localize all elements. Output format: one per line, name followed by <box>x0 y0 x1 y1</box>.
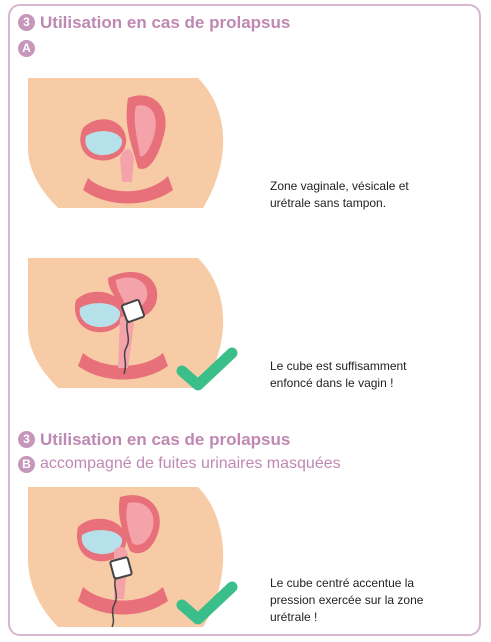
section-number-badge: 3 <box>18 431 35 448</box>
uterus-inner <box>126 502 154 545</box>
section-title: Utilisation en cas de prolapsus <box>40 13 291 32</box>
anatomy-illustration <box>28 258 224 388</box>
check-icon <box>176 347 238 391</box>
pelvic-floor <box>78 587 168 615</box>
section-title: Utilisation en cas de prolapsus <box>40 430 291 449</box>
section-number-badge: 3 <box>18 14 35 31</box>
section-letter-badge: B <box>18 456 35 473</box>
bladder <box>85 131 123 156</box>
check-icon <box>176 581 238 625</box>
anatomy-illustration <box>28 487 224 628</box>
panel-2-caption: Le cube est suffisamment enfoncé dans le… <box>270 359 407 390</box>
pelvic-floor <box>83 176 173 204</box>
anatomy-illustration <box>28 78 224 208</box>
uterus-inner <box>134 105 156 157</box>
bladder <box>79 303 121 328</box>
vagina <box>120 148 134 182</box>
vagina <box>118 315 134 368</box>
section-subtitle: accompagné de fuites urinaires masquées <box>40 455 341 472</box>
section-letter-badge: A <box>18 40 35 57</box>
cube-icon <box>121 299 145 323</box>
bladder <box>81 530 123 555</box>
content-frame <box>8 4 481 636</box>
cube-icon <box>109 556 133 580</box>
cube-string <box>123 319 130 375</box>
panel-3-caption: Le cube centré accentue la pression exer… <box>270 576 424 624</box>
panel-1-caption: Zone vaginale, vésicale et urétrale sans… <box>270 179 409 210</box>
cube-string <box>111 576 118 628</box>
